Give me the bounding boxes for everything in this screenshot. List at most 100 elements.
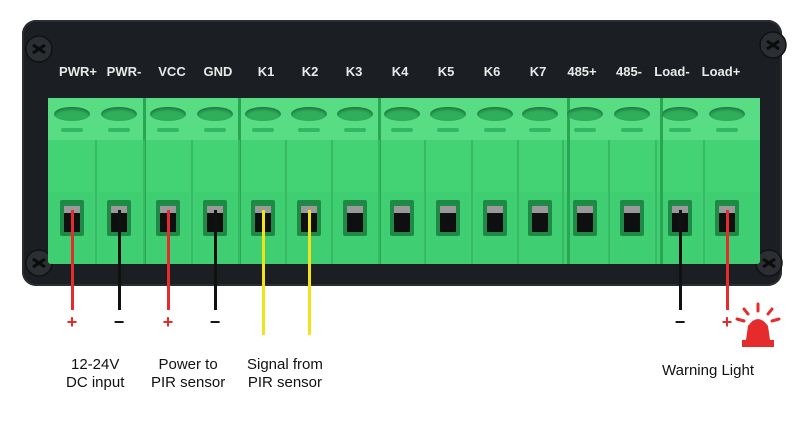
wire xyxy=(70,210,74,310)
terminal-slot xyxy=(157,128,179,132)
terminal-divider xyxy=(655,140,657,264)
terminal-slot xyxy=(344,128,366,132)
wire xyxy=(117,210,121,310)
terminal-screw-hole[interactable] xyxy=(54,107,90,121)
terminal-slot xyxy=(574,128,596,132)
terminal-labels: PWR+ PWR- VCC GND K1 K2 K3 K4 K5 K6 K7 485+ 485- Load… xyxy=(0,64,800,84)
terminal-slot xyxy=(621,128,643,132)
terminal-wire-opening[interactable] xyxy=(156,200,180,236)
terminal-divider xyxy=(94,140,97,264)
terminal-label: 485- xyxy=(615,64,643,79)
terminal-divider xyxy=(516,140,519,264)
terminal-label: PWR+ xyxy=(59,64,97,79)
terminal-group-edge xyxy=(143,98,146,264)
terminal-label: K1 xyxy=(257,64,275,79)
terminal-screw-hole[interactable] xyxy=(662,107,698,121)
note-pir-signal-line1: Signal from xyxy=(247,356,323,373)
terminal-wire-opening[interactable] xyxy=(620,200,644,236)
note-pir-power-line2: PIR sensor xyxy=(151,374,226,391)
terminal-label: K5 xyxy=(437,64,455,79)
terminal-wire-opening[interactable] xyxy=(528,200,552,236)
terminal-screw-hole[interactable] xyxy=(477,107,513,121)
note-dc-input: 12-24V DC input xyxy=(66,356,124,392)
terminal-wire-opening[interactable] xyxy=(343,200,367,236)
terminal-label: PWR- xyxy=(106,64,142,79)
terminal-screw-hole[interactable] xyxy=(150,107,186,121)
note-pir-power-line1: Power to xyxy=(158,356,218,373)
polarity-plus: + xyxy=(721,312,733,332)
terminal-screw-hole[interactable] xyxy=(197,107,233,121)
terminal-divider xyxy=(142,140,145,264)
terminal-divider xyxy=(470,140,473,264)
screw-icon xyxy=(25,35,53,63)
terminal-slot xyxy=(716,128,738,132)
terminal-wire-opening[interactable] xyxy=(390,200,414,236)
terminal-slot xyxy=(529,128,551,132)
terminal-divider xyxy=(424,140,426,264)
terminal-divider xyxy=(607,140,610,264)
terminal-slot xyxy=(61,128,83,132)
terminal-label: GND xyxy=(203,64,233,79)
terminal-label: K3 xyxy=(345,64,363,79)
terminal-label: K7 xyxy=(529,64,547,79)
note-pir-signal-line2: PIR sensor xyxy=(247,374,323,391)
screw-icon xyxy=(759,31,787,59)
terminal-label: VCC xyxy=(158,64,186,79)
terminal-label: Load+ xyxy=(701,64,741,79)
terminal-screw-hole[interactable] xyxy=(101,107,137,121)
terminal-screw-hole[interactable] xyxy=(384,107,420,121)
terminal-slot xyxy=(669,128,691,132)
terminal-label: Load- xyxy=(654,64,690,79)
terminal-slot xyxy=(108,128,130,132)
terminal-divider xyxy=(561,140,564,264)
terminal-divider xyxy=(702,140,705,264)
terminal-label: 485+ xyxy=(567,64,597,79)
warning-light-icon xyxy=(735,302,781,347)
polarity-minus: − xyxy=(209,312,221,332)
terminal-slot xyxy=(391,128,413,132)
wire xyxy=(213,210,217,310)
wire xyxy=(261,210,265,335)
terminal-group-edge xyxy=(567,98,570,264)
terminal-label: K4 xyxy=(391,64,409,79)
terminal-block-middle xyxy=(48,140,760,192)
terminal-slot xyxy=(252,128,274,132)
polarity-plus: + xyxy=(66,312,78,332)
wire xyxy=(307,210,311,335)
note-pir-power: Power to PIR sensor xyxy=(151,356,225,392)
polarity-minus: − xyxy=(674,312,686,332)
terminal-slot xyxy=(437,128,459,132)
terminal-screw-hole[interactable] xyxy=(522,107,558,121)
terminal-screw-hole[interactable] xyxy=(337,107,373,121)
wire xyxy=(725,210,729,310)
terminal-screw-hole[interactable] xyxy=(245,107,281,121)
terminal-wire-opening[interactable] xyxy=(573,200,597,236)
terminal-divider xyxy=(377,140,380,264)
terminal-label: K6 xyxy=(483,64,501,79)
wire xyxy=(166,210,170,310)
terminal-slot xyxy=(204,128,226,132)
terminal-divider xyxy=(331,140,333,264)
terminal-screw-hole[interactable] xyxy=(614,107,650,121)
terminal-slot xyxy=(298,128,320,132)
wire xyxy=(678,210,682,310)
terminal-group-edge xyxy=(660,98,663,264)
polarity-plus: + xyxy=(162,312,174,332)
terminal-screw-hole[interactable] xyxy=(291,107,327,121)
terminal-label: K2 xyxy=(301,64,319,79)
terminal-screw-hole[interactable] xyxy=(430,107,466,121)
terminal-slot xyxy=(484,128,506,132)
note-warning-light: Warning Light xyxy=(662,362,754,379)
terminal-wire-opening[interactable] xyxy=(483,200,507,236)
polarity-minus: − xyxy=(113,312,125,332)
note-pir-signal: Signal from PIR sensor xyxy=(247,356,323,392)
note-dc-input-line2: DC input xyxy=(66,374,125,391)
terminal-divider xyxy=(238,140,240,264)
terminal-group-edge xyxy=(378,98,381,264)
terminal-divider xyxy=(285,140,287,264)
terminal-divider xyxy=(190,140,193,264)
terminal-wire-opening[interactable] xyxy=(436,200,460,236)
terminal-screw-hole[interactable] xyxy=(709,107,745,121)
note-dc-input-line1: 12-24V xyxy=(70,356,120,373)
terminal-screw-hole[interactable] xyxy=(567,107,603,121)
